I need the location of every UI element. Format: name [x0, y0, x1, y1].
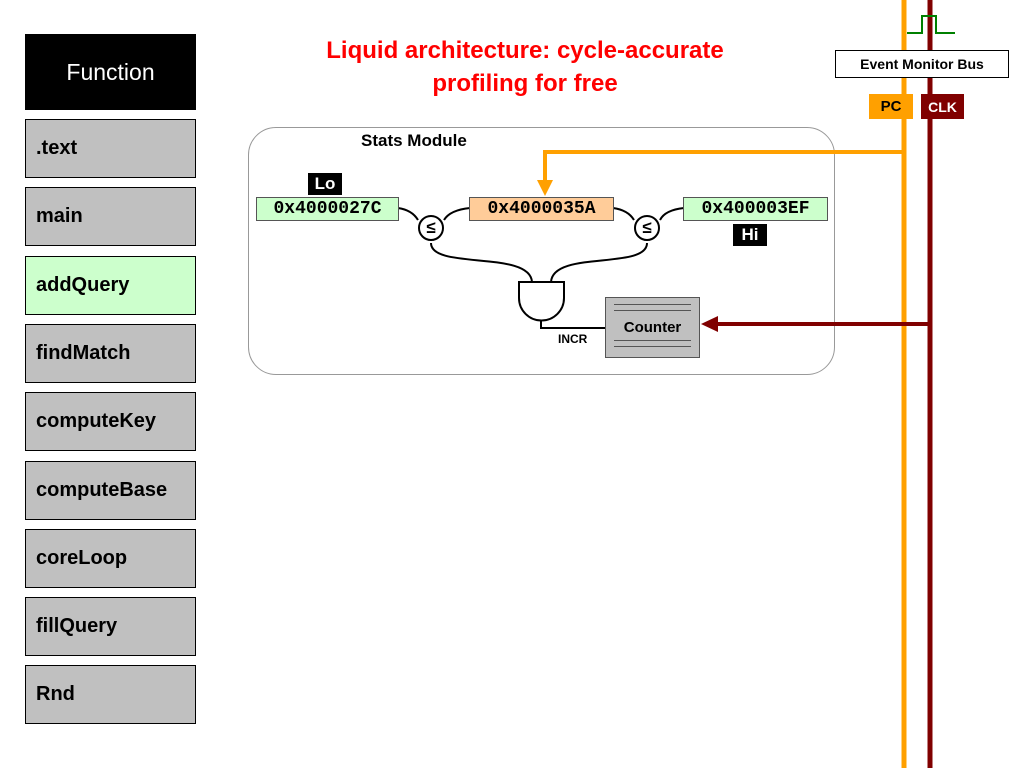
sidebar-item-coreloop[interactable]: coreLoop	[25, 529, 196, 588]
sidebar-header: Function	[25, 34, 196, 110]
pc-address-box: 0x4000035A	[469, 197, 614, 221]
sidebar-item-findmatch[interactable]: findMatch	[25, 324, 196, 383]
slide-title: Liquid architecture: cycle-accurate prof…	[260, 34, 790, 100]
sidebar-item-rnd[interactable]: Rnd	[25, 665, 196, 724]
lo-comparator: ≤	[418, 215, 444, 241]
slide-title-line2: profiling for free	[432, 70, 618, 97]
sidebar-item-fillquery[interactable]: fillQuery	[25, 597, 196, 656]
event-monitor-bus-label: Event Monitor Bus	[835, 50, 1009, 78]
stats-module-title: Stats Module	[361, 131, 467, 150]
sidebar-item-text[interactable]: .text	[25, 119, 196, 178]
sidebar-item-addquery[interactable]: addQuery	[25, 256, 196, 315]
counter-block: Counter	[605, 297, 700, 358]
sidebar-item-computebase[interactable]: computeBase	[25, 461, 196, 520]
pc-bus-label: PC	[869, 94, 913, 119]
incr-label: INCR	[558, 332, 588, 346]
clock-pulse-icon	[907, 15, 955, 34]
stats-module-frame	[248, 127, 835, 375]
sidebar-item-computekey[interactable]: computeKey	[25, 392, 196, 451]
lo-tag: Lo	[308, 173, 342, 195]
clk-bus-label: CLK	[921, 94, 964, 119]
hi-comparator: ≤	[634, 215, 660, 241]
pc-feed-arrow	[537, 180, 553, 196]
pc-feed-wire	[543, 150, 904, 185]
incr-wire	[540, 320, 605, 329]
and-gate-icon	[518, 281, 565, 322]
counter-label: Counter	[623, 319, 682, 336]
hi-address-box: 0x400003EF	[683, 197, 828, 221]
sidebar-item-main[interactable]: main	[25, 187, 196, 246]
hi-tag: Hi	[733, 224, 767, 246]
slide-title-line1: Liquid architecture: cycle-accurate	[326, 37, 724, 64]
lo-address-box: 0x4000027C	[256, 197, 399, 221]
clk-feed-arrow	[701, 316, 718, 332]
